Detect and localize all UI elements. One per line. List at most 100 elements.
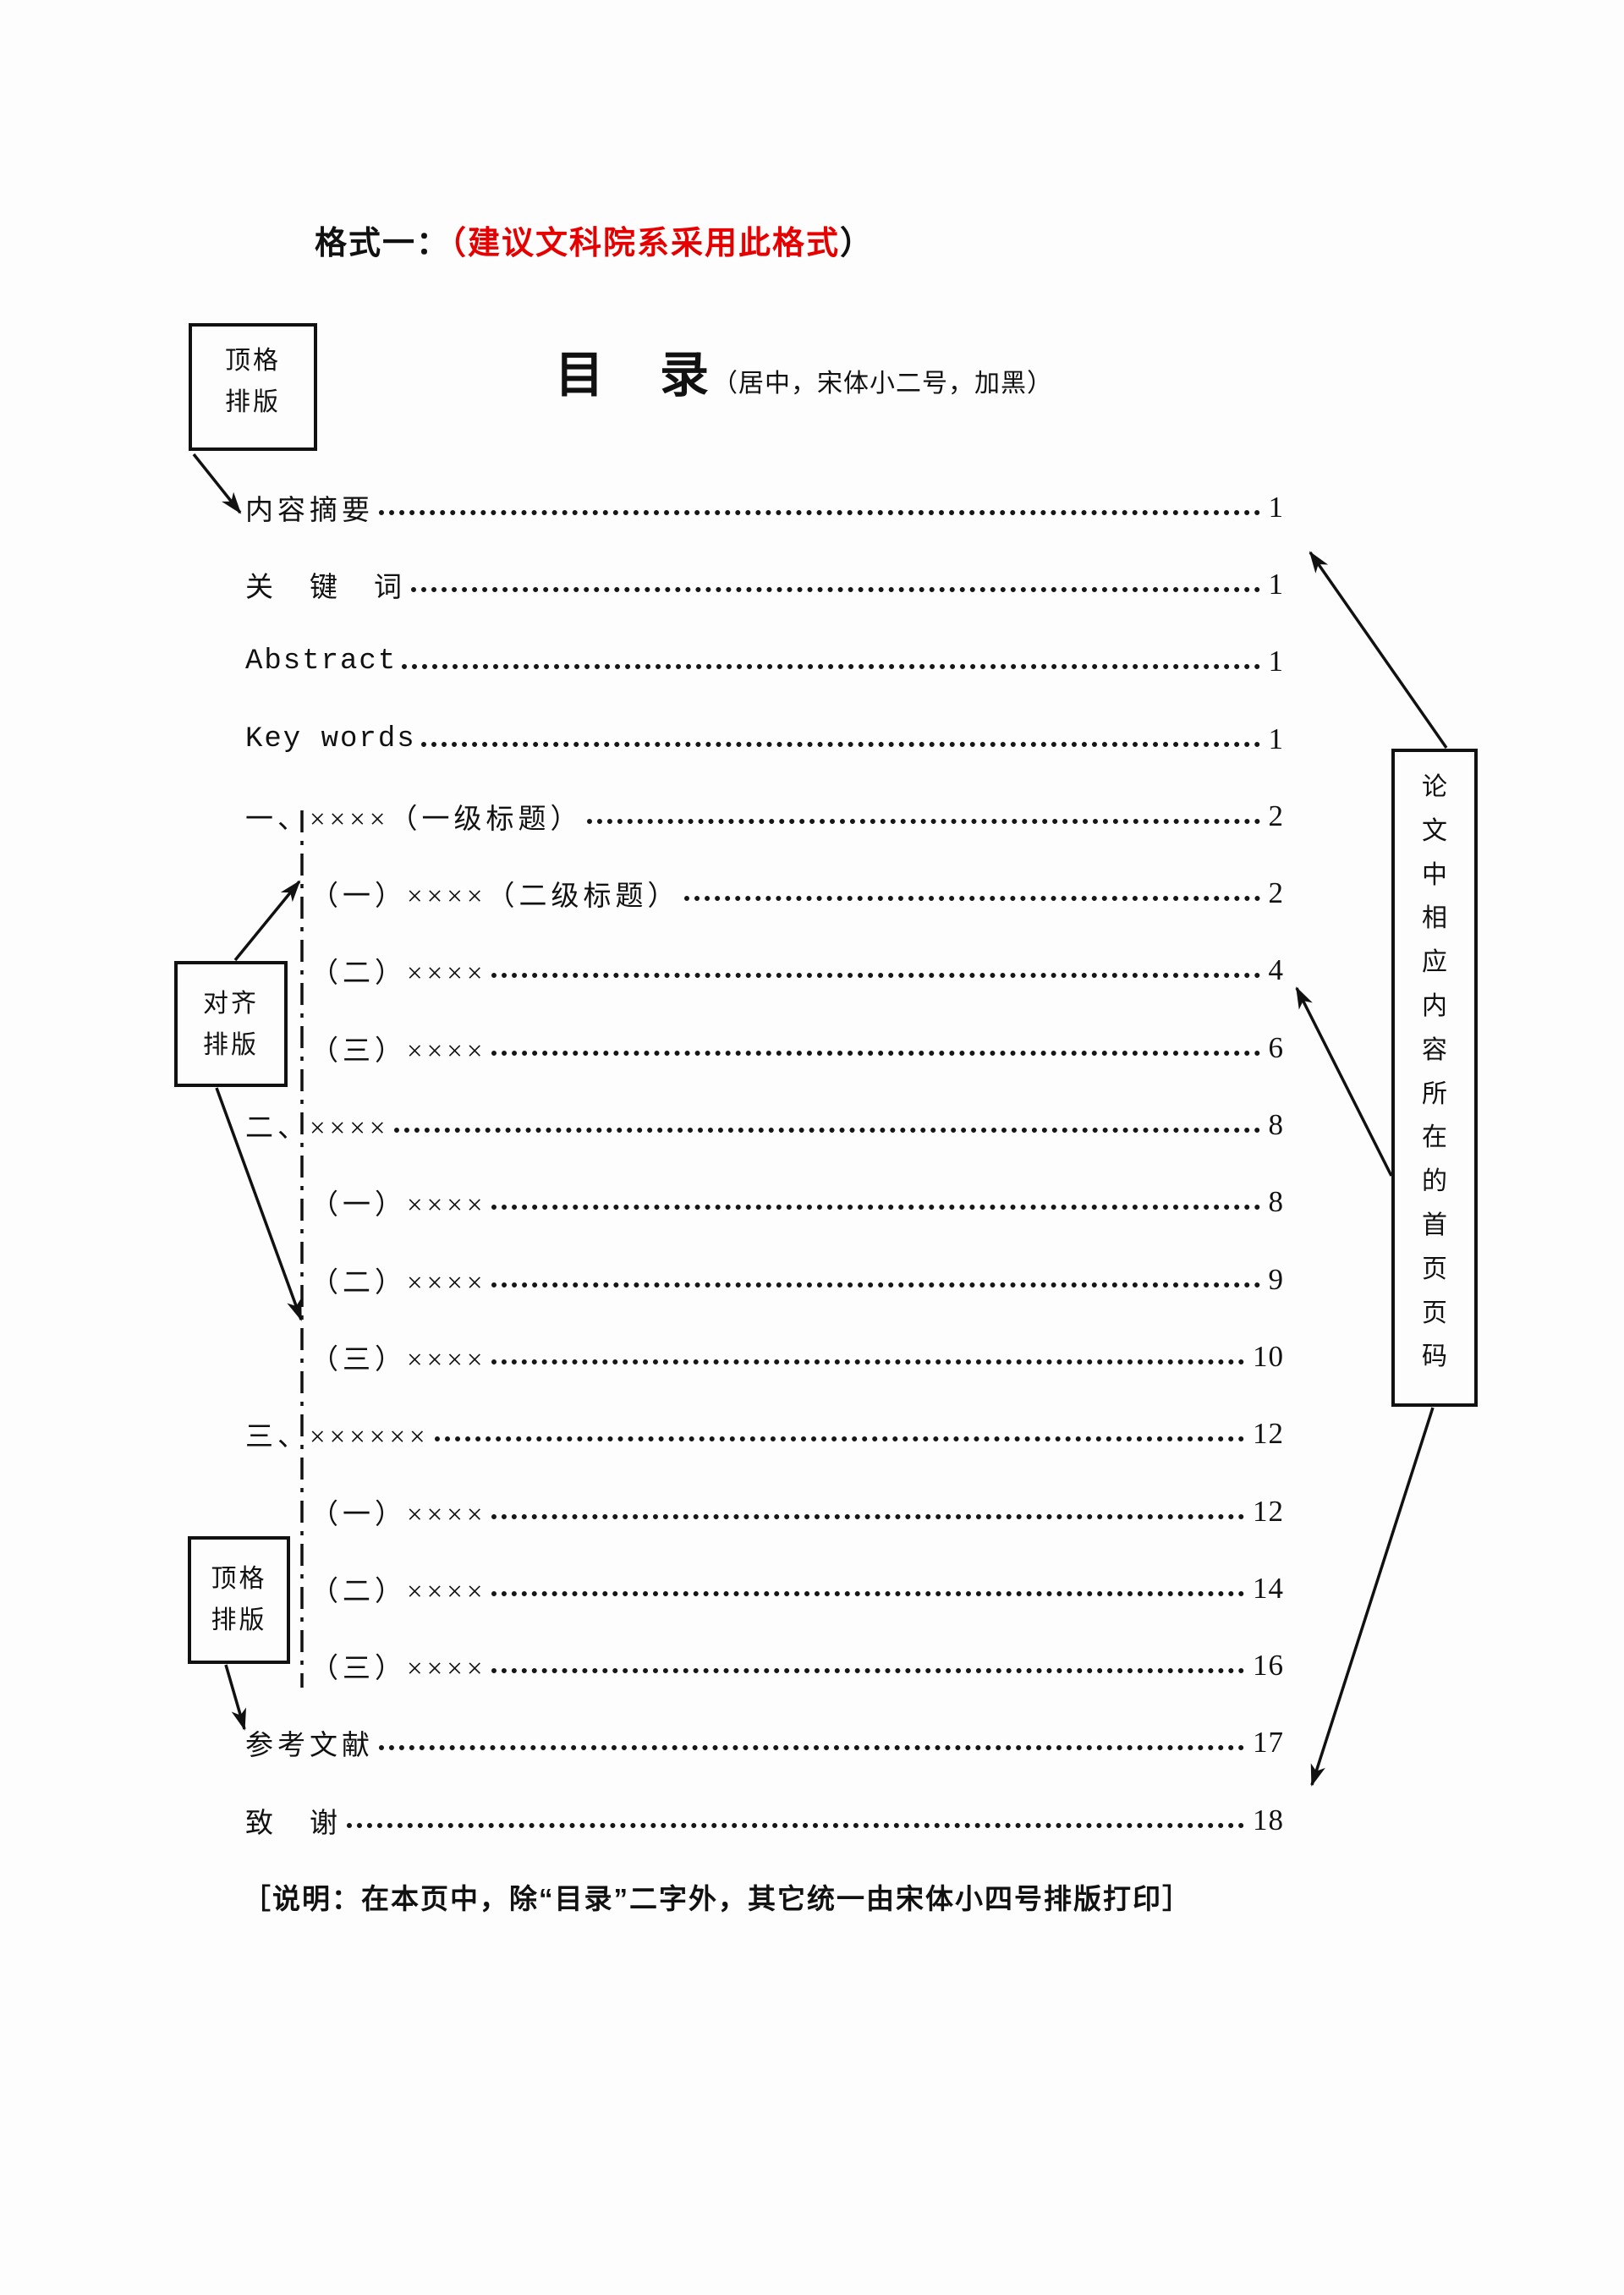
toc-page-number: 4 — [1268, 953, 1284, 987]
toc-row: 致 谢 18 — [0, 1782, 1624, 1859]
toc-page-number: 8 — [1268, 1185, 1284, 1219]
toc-entry-label: Abstract — [245, 645, 398, 678]
callout-page-number-box: 论文中相应内容所在的首页页码 — [1391, 749, 1478, 1407]
right-box-char: 的 — [1422, 1167, 1447, 1196]
toc-entry-label: Key words — [245, 722, 416, 755]
right-box-char: 内 — [1422, 991, 1447, 1020]
dot-leader — [684, 896, 1260, 902]
toc-title-annotation: （居中，宋体小二号，加黑） — [712, 370, 1054, 398]
right-box-char: 文 — [1422, 816, 1447, 845]
toc-entry-label: 内容摘要 — [245, 495, 374, 526]
toc-entry-label: 三、×××××× — [245, 1422, 430, 1453]
dot-leader — [491, 1205, 1260, 1211]
right-box-char: 论 — [1422, 773, 1447, 801]
callout-flush-top-box-1: 顶格 排版 — [189, 323, 317, 451]
toc-page-number: 1 — [1268, 722, 1284, 755]
toc-row: （三）×××× 10 — [0, 1318, 1624, 1395]
format-heading-prefix: 格式一： — [315, 226, 451, 261]
right-box-char: 在 — [1422, 1123, 1447, 1152]
toc-page-number: 14 — [1253, 1571, 1284, 1605]
toc-row: 三、×××××× 12 — [0, 1396, 1624, 1473]
toc-entry-label: （一）×××× — [310, 1499, 487, 1530]
toc-entry-label: 关 键 词 — [245, 572, 406, 603]
toc-entry-label: 一、××××（一级标题） — [245, 804, 583, 835]
toc-page-number: 1 — [1268, 645, 1284, 678]
toc-row: （三）×××× 16 — [0, 1627, 1624, 1704]
toc-entry-label: （二）×××× — [310, 1576, 487, 1607]
toc-page-number: 9 — [1268, 1262, 1284, 1296]
dot-leader — [491, 1590, 1244, 1596]
right-box-char: 页 — [1422, 1255, 1447, 1283]
toc-entry-label: （三）×××× — [310, 1035, 487, 1067]
toc-row: （一）×××× 12 — [0, 1473, 1624, 1550]
callout-line: 顶格 — [225, 347, 281, 375]
toc-page-number: 2 — [1268, 876, 1284, 910]
toc-page-number: 18 — [1253, 1803, 1284, 1837]
callout-flush-top-box-2: 顶格 排版 — [188, 1536, 290, 1664]
toc-row: （二）×××× 9 — [0, 1241, 1624, 1318]
dot-leader — [347, 1822, 1244, 1828]
toc-title-text: 目 录 — [555, 348, 713, 403]
right-box-char: 相 — [1422, 904, 1447, 933]
right-box-char: 页 — [1422, 1298, 1447, 1327]
callout-line: 对齐 — [203, 990, 259, 1018]
right-box-char: 应 — [1422, 948, 1447, 977]
format-heading: 格式一：（建议文科院系采用此格式） — [315, 217, 874, 263]
toc-row: （三）×××× 6 — [0, 1009, 1624, 1086]
dot-leader — [394, 1128, 1260, 1134]
toc-entry-label: （三）×××× — [310, 1654, 487, 1685]
dot-leader — [491, 1359, 1244, 1364]
toc-page-number: 6 — [1268, 1030, 1284, 1064]
toc-entry-label: （一）××××（二级标题） — [310, 881, 680, 913]
dot-leader — [491, 1513, 1244, 1519]
toc-entry-label: （一）×××× — [310, 1190, 487, 1222]
toc-page-number: 16 — [1253, 1649, 1284, 1683]
dot-leader — [379, 509, 1260, 515]
callout-line: 排版 — [203, 1031, 259, 1059]
dot-leader — [402, 664, 1260, 670]
footnote: ［说明：在本页中，除“目录”二字外，其它统一由宋体小四号排版打印］ — [243, 1883, 1192, 1914]
toc-entry-label: 参考文献 — [245, 1731, 374, 1762]
callout-line: 排版 — [211, 1606, 267, 1634]
toc-page-number: 17 — [1253, 1726, 1284, 1760]
toc-page-number: 8 — [1268, 1108, 1284, 1142]
toc-row: 一、××××（一级标题） 2 — [0, 777, 1624, 854]
callout-line: 排版 — [225, 388, 281, 416]
dot-leader — [420, 741, 1260, 747]
toc-page-number: 1 — [1268, 490, 1284, 524]
dot-leader — [379, 1745, 1244, 1751]
toc-title: 目 录（居中，宋体小二号，加黑） — [555, 335, 1053, 406]
toc-row: Key words 1 — [0, 700, 1624, 777]
right-box-char: 容 — [1422, 1035, 1447, 1064]
dot-leader — [491, 1282, 1260, 1288]
toc-entry-label: 致 谢 — [245, 1808, 342, 1839]
toc-row: 内容摘要 1 — [0, 469, 1624, 546]
dot-leader — [411, 586, 1260, 592]
toc-row: Abstract 1 — [0, 623, 1624, 700]
toc-entry-label: （二）×××× — [310, 958, 487, 990]
toc-row: 二、×××× 8 — [0, 1086, 1624, 1163]
toc-row: （一）×××× 8 — [0, 1164, 1624, 1241]
format-heading-suffix: ） — [840, 226, 875, 261]
toc-page-number: 12 — [1253, 1494, 1284, 1528]
dot-leader — [491, 1668, 1244, 1674]
dot-leader — [587, 818, 1260, 824]
toc-row: 参考文献 17 — [0, 1705, 1624, 1782]
toc-entry-label: （二）×××× — [310, 1267, 487, 1298]
right-box-char: 中 — [1422, 860, 1447, 889]
toc-page-number: 2 — [1268, 799, 1284, 832]
callout-align-box: 对齐 排版 — [174, 961, 288, 1087]
toc-row: （二）×××× 14 — [0, 1550, 1624, 1627]
callout-line: 顶格 — [211, 1565, 267, 1593]
toc-page-number: 12 — [1253, 1417, 1284, 1451]
right-box-char: 首 — [1422, 1211, 1447, 1239]
toc-page-number: 10 — [1253, 1339, 1284, 1373]
toc-entry-label: （三）×××× — [310, 1344, 487, 1375]
toc-row: （二）×××× 4 — [0, 932, 1624, 1009]
dot-leader — [491, 973, 1260, 979]
right-box-char: 码 — [1422, 1342, 1447, 1371]
toc-entry-label: 二、×××× — [245, 1113, 390, 1145]
